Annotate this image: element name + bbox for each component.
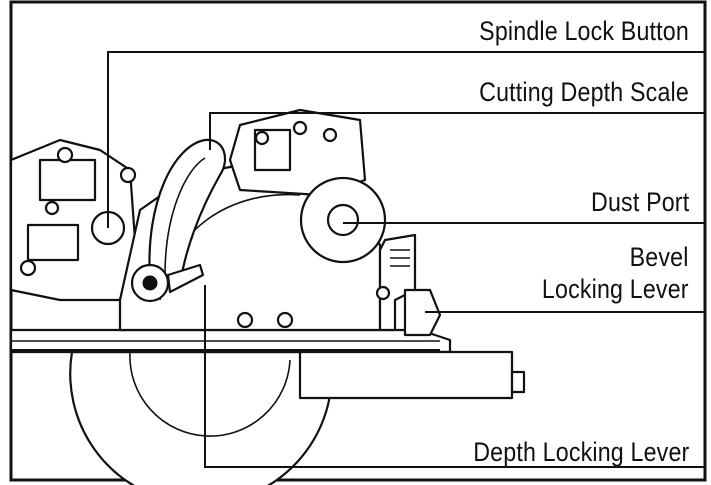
cutting-depth-scale xyxy=(148,138,227,287)
bevel-locking-lever xyxy=(378,233,442,337)
screw xyxy=(276,311,294,329)
label-dust-port: Dust Port xyxy=(590,187,689,217)
motor-cap xyxy=(228,108,367,197)
saw-blade xyxy=(69,350,332,485)
label-bevel: Bevel xyxy=(630,242,689,272)
leader-spindle-lock xyxy=(107,51,705,228)
dust-port xyxy=(299,176,387,264)
screw xyxy=(375,285,391,301)
screw xyxy=(236,311,254,329)
leader-depth-lever xyxy=(204,285,705,468)
label-spindle-lock-button: Spindle Lock Button xyxy=(479,16,689,46)
label-locking-lever: Locking Lever xyxy=(542,274,689,304)
leader-cutting-depth xyxy=(209,112,705,150)
label-depth-locking-lever: Depth Locking Lever xyxy=(472,437,689,467)
base-plate xyxy=(9,328,526,400)
depth-locking-lever xyxy=(130,263,205,303)
label-cutting-depth-scale: Cutting Depth Scale xyxy=(479,77,689,107)
